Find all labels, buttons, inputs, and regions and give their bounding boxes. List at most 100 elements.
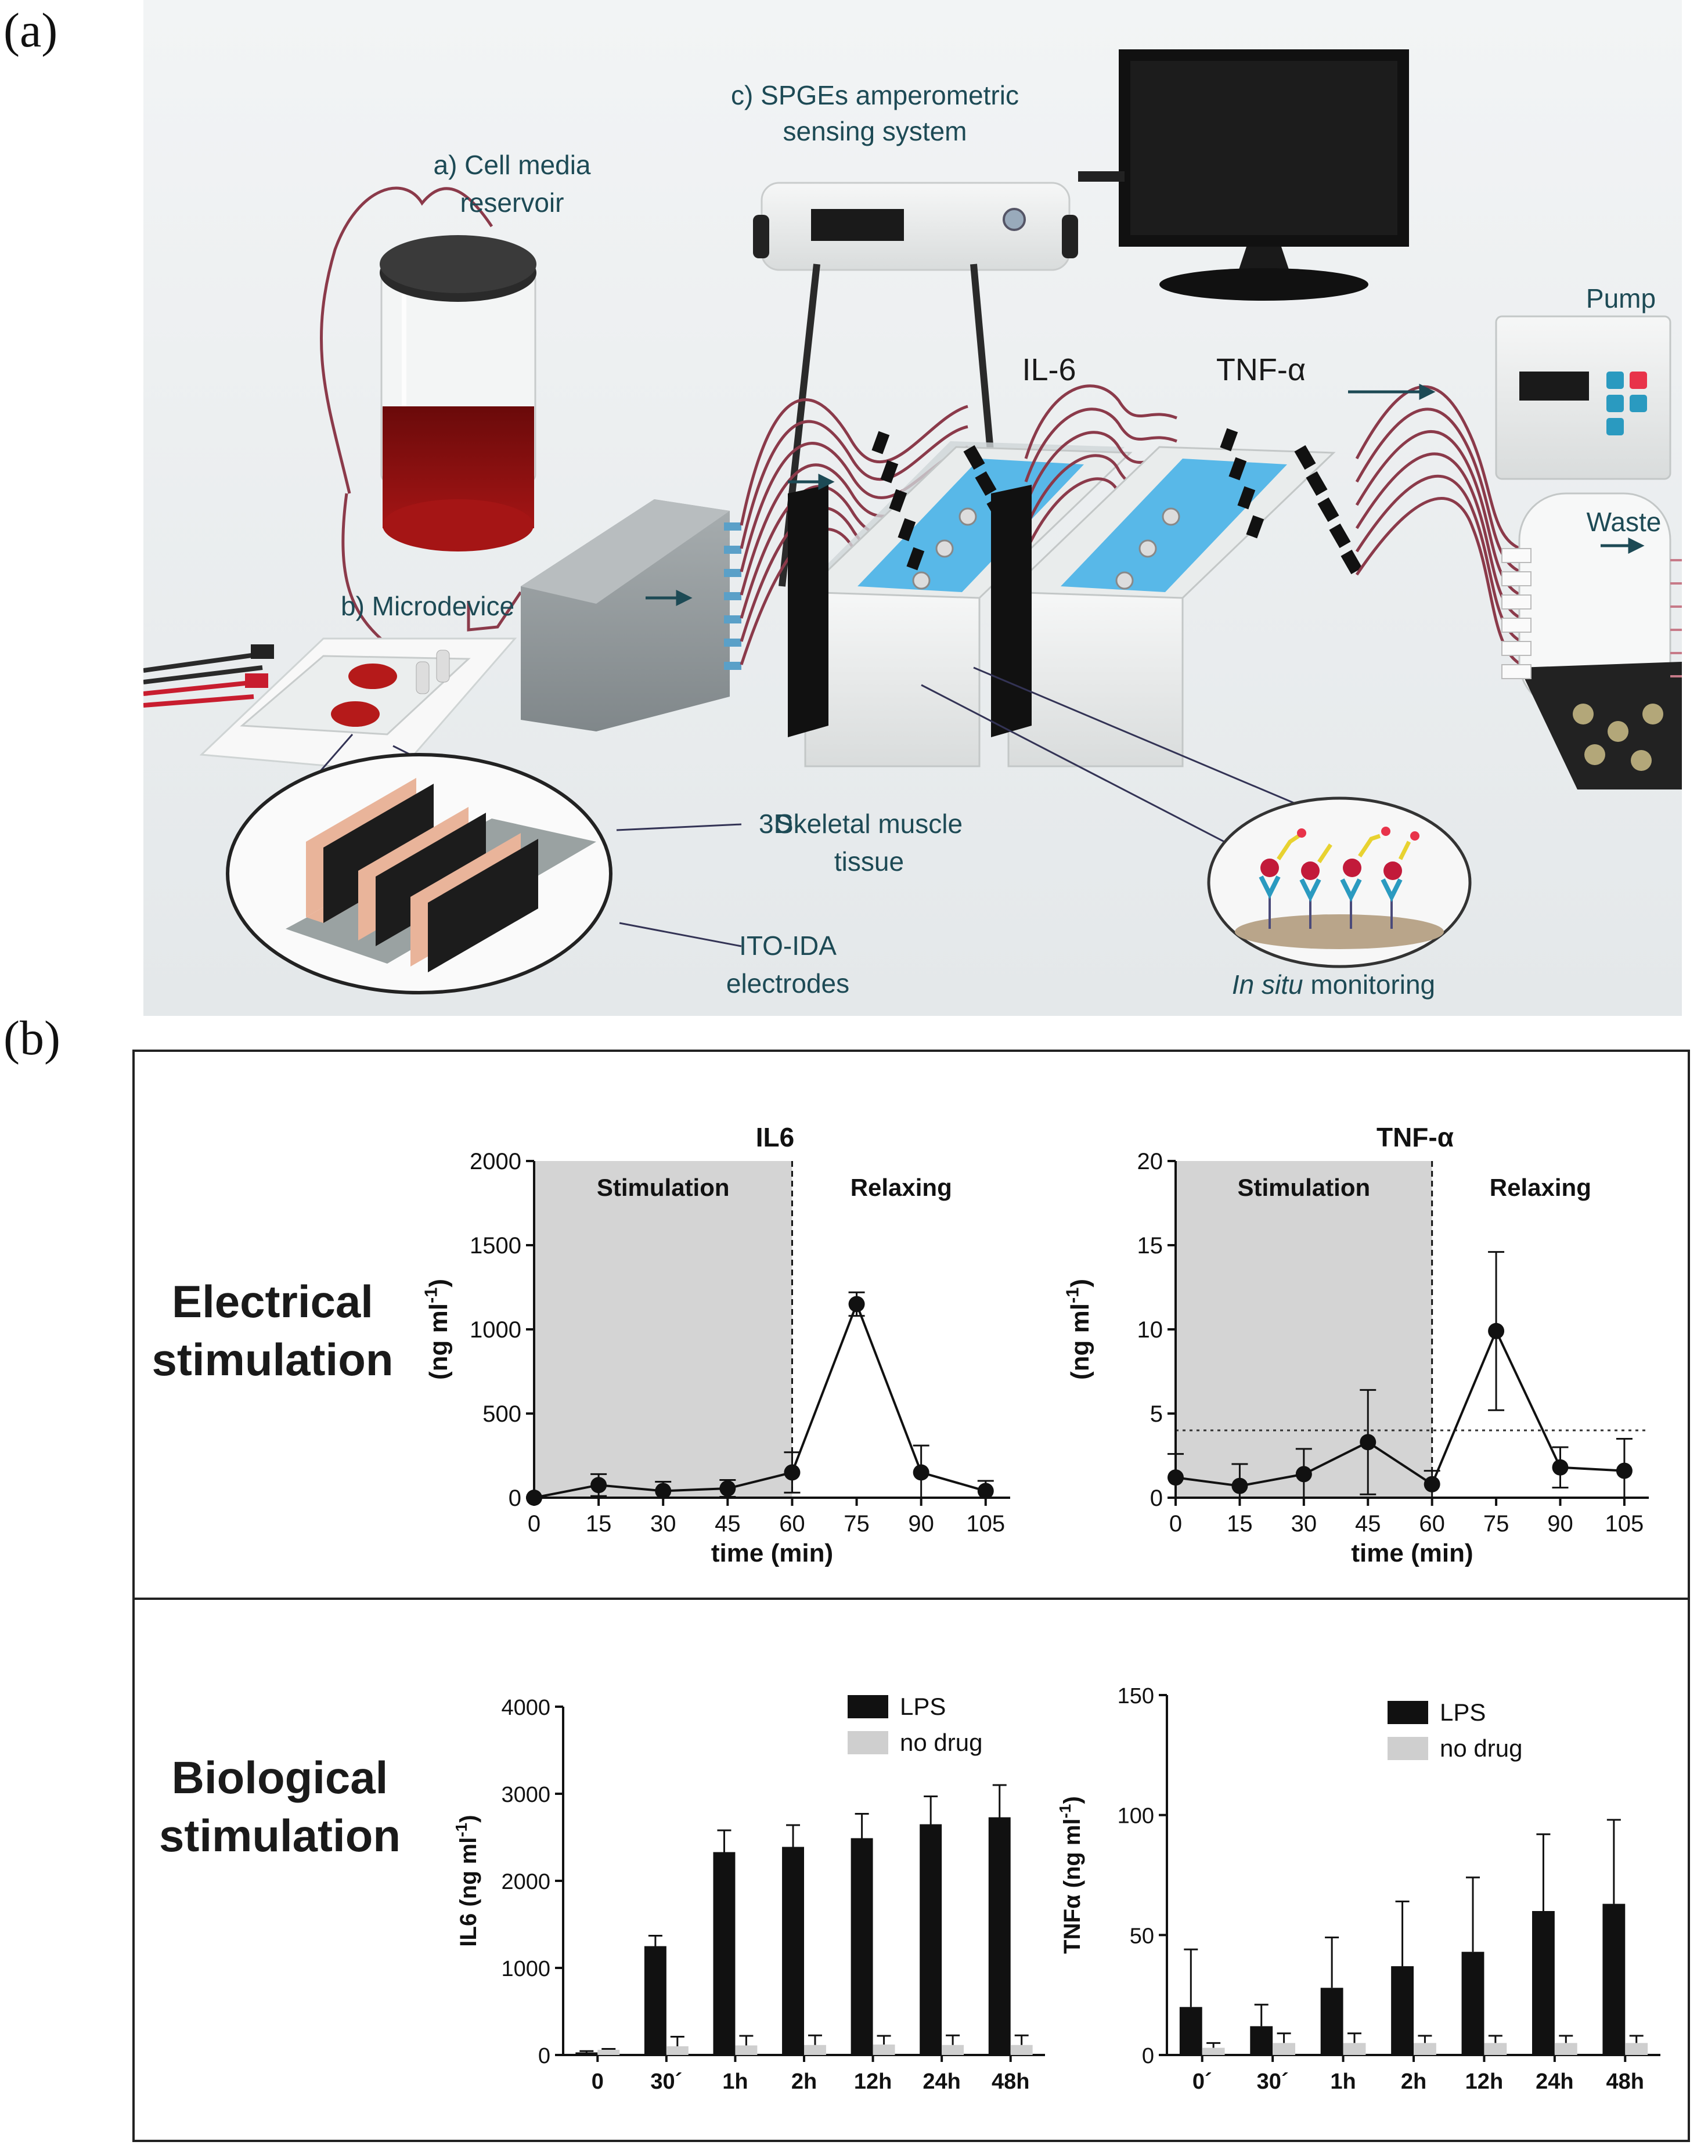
- data-series-line: [534, 1300, 986, 1499]
- y-tick-label: 1000: [501, 1957, 550, 1981]
- skeletal-muscle-inset: [226, 734, 612, 994]
- y-tick-label: 0: [1150, 1486, 1163, 1511]
- y-tick-label: 100: [1118, 1804, 1154, 1829]
- microdevice: [143, 591, 523, 773]
- x-tick-label: 0: [592, 2070, 604, 2094]
- sensing-label-line1: c) SPGEs amperometric: [731, 80, 1019, 110]
- chart-title: IL6: [756, 1122, 794, 1152]
- x-tick-label: 2h: [1401, 2070, 1426, 2094]
- bar-lps: [988, 1817, 1011, 2055]
- x-tick-label: 90: [1547, 1511, 1573, 1537]
- biological-stimulation-label: Biological stimulation: [158, 1752, 401, 1861]
- bar-no-drug: [1343, 2043, 1366, 2055]
- electrical-stimulation-label: Electrical stimulation: [152, 1276, 394, 1385]
- data-series-line: [1175, 1328, 1625, 1487]
- stimulation-shaded-region: [534, 1161, 792, 1498]
- bar-lps: [1250, 2026, 1273, 2055]
- bar-lps: [1391, 1966, 1414, 2055]
- microfluidic-system-diagram: a) Cell media reservoir b) Microdevice c…: [143, 0, 1682, 1016]
- bar-no-drug: [597, 2050, 620, 2055]
- bar-no-drug: [1484, 2043, 1507, 2055]
- x-tick-label: 90: [908, 1511, 934, 1537]
- y-tick-label: 0: [509, 1486, 521, 1511]
- bar-no-drug: [873, 2045, 895, 2055]
- data-point: [977, 1483, 994, 1499]
- pump-label: Pump: [1586, 283, 1656, 313]
- x-tick-label: 24h: [1536, 2070, 1573, 2094]
- x-tick-label: 60: [779, 1511, 805, 1537]
- y-axis-label: IL6 (ng ml-1): [452, 1815, 481, 1946]
- x-tick-label: 0: [528, 1511, 540, 1537]
- tnf-sensor-chip: [991, 428, 1363, 767]
- x-tick-label: 24h: [923, 2070, 960, 2094]
- bar-lps: [1602, 1903, 1626, 2055]
- bar-no-drug: [1414, 2043, 1436, 2055]
- x-tick-label: 30: [1291, 1511, 1317, 1537]
- bar-lps: [1461, 1952, 1484, 2055]
- x-tick-label: 1h: [1330, 2070, 1356, 2094]
- x-tick-label: 30´: [650, 2070, 682, 2094]
- y-tick-label: 5: [1150, 1401, 1163, 1427]
- bar-no-drug: [735, 2045, 758, 2055]
- y-axis-label: (ng ml-1): [1062, 1279, 1094, 1380]
- bar-lps: [920, 1824, 942, 2055]
- y-tick-label: 10: [1137, 1317, 1163, 1343]
- data-point: [526, 1490, 542, 1506]
- panel-b-frame: Electrical stimulation Biological stimul…: [132, 1050, 1690, 2142]
- x-tick-label: 105: [1605, 1511, 1644, 1537]
- muscle-label-line3: tissue: [834, 846, 904, 877]
- y-tick-label: 2000: [501, 1870, 550, 1894]
- bar-no-drug: [1273, 2043, 1295, 2055]
- x-tick-label: 1h: [722, 2070, 748, 2094]
- y-tick-label: 1500: [470, 1233, 521, 1259]
- y-tick-label: 0: [538, 2044, 550, 2068]
- legend-swatch: [1388, 1701, 1428, 1724]
- bar-lps: [713, 1852, 736, 2055]
- y-tick-label: 0: [1142, 2044, 1154, 2068]
- legend-swatch: [848, 1731, 888, 1754]
- legend-label: LPS: [1440, 1699, 1486, 1726]
- x-tick-label: 15: [1227, 1511, 1253, 1537]
- data-point: [1168, 1469, 1184, 1486]
- bar-no-drug: [804, 2045, 826, 2055]
- x-tick-label: 75: [844, 1511, 870, 1537]
- data-point: [1616, 1462, 1633, 1479]
- data-point: [913, 1464, 929, 1481]
- flow-arrows: [646, 383, 1645, 607]
- x-tick-label: 60: [1419, 1511, 1445, 1537]
- y-tick-label: 500: [482, 1401, 521, 1427]
- panel-label-b: (b): [3, 1011, 60, 1065]
- x-tick-label: 48h: [1606, 2070, 1644, 2094]
- microdevice-label: b) Microdevice: [341, 591, 514, 621]
- in-situ-monitoring-inset: [921, 666, 1472, 968]
- relaxing-label: Relaxing: [1490, 1174, 1591, 1201]
- y-axis-label: (ng ml-1): [420, 1279, 453, 1380]
- y-tick-label: 20: [1137, 1149, 1163, 1174]
- data-point: [719, 1480, 736, 1497]
- stimulation-label: Stimulation: [597, 1174, 730, 1201]
- x-axis-label: time (min): [1351, 1539, 1473, 1567]
- bar-lps: [782, 1847, 804, 2055]
- data-point: [1552, 1459, 1569, 1476]
- data-point: [1360, 1434, 1377, 1451]
- cell-media-label-line2: reservoir: [460, 188, 564, 218]
- inlet-manifold: [521, 499, 741, 731]
- bar-no-drug: [666, 2046, 689, 2055]
- x-tick-label: 45: [1355, 1511, 1381, 1537]
- bar-lps: [575, 2052, 598, 2055]
- y-tick-label: 15: [1137, 1233, 1163, 1259]
- x-tick-label: 45: [715, 1511, 741, 1537]
- y-tick-label: 1000: [470, 1317, 521, 1343]
- muscle-label-line2: Skeletal muscle: [776, 809, 963, 839]
- stimulation-label: Stimulation: [1237, 1174, 1370, 1201]
- peristaltic-pump: [1495, 315, 1682, 789]
- data-point: [848, 1296, 865, 1313]
- data-point: [1231, 1477, 1248, 1494]
- bar-no-drug: [1010, 2045, 1033, 2055]
- data-point: [1488, 1322, 1505, 1339]
- bar-lps: [644, 1946, 666, 2055]
- x-tick-label: 12h: [854, 2070, 892, 2094]
